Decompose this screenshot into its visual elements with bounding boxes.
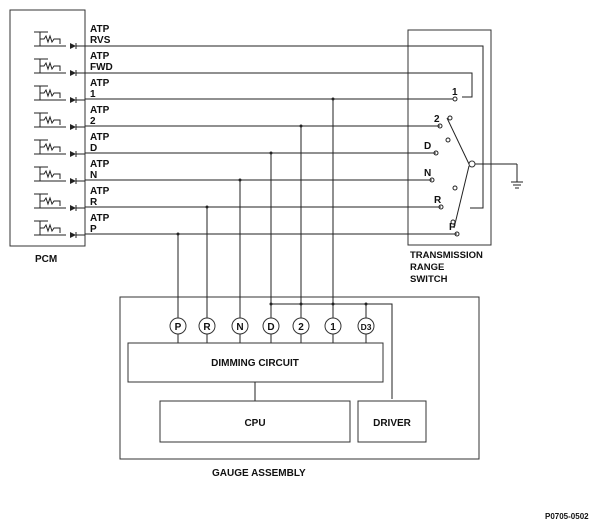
switch-contact-label: R xyxy=(434,195,442,206)
ground-icon xyxy=(511,181,523,189)
switch-wiper-upper xyxy=(446,117,470,165)
switch-contact-dot xyxy=(450,219,456,225)
pcm-output-label-top: ATP xyxy=(90,213,110,224)
switch-label-line3: SWITCH xyxy=(410,274,448,285)
indicator-d: D xyxy=(262,317,280,335)
pcm-output-label-bottom: P xyxy=(90,224,97,235)
indicator-label: P xyxy=(175,322,182,333)
dimming-circuit-box xyxy=(127,342,384,383)
switch-contact-label: 2 xyxy=(434,114,440,125)
figure-id: P0705-0502 xyxy=(545,512,589,521)
pcm-output-label-top: ATP xyxy=(90,105,110,116)
wire-atp-fwd xyxy=(85,72,473,98)
indicator-d3: D3 xyxy=(357,317,375,335)
indicator-label: N xyxy=(236,322,243,333)
gauge-feed-wires xyxy=(177,99,393,399)
pcm-label: PCM xyxy=(35,254,57,265)
indicator-1: 1 xyxy=(324,317,342,335)
pcm-output-label-bottom: FWD xyxy=(90,62,113,73)
switch-pivot xyxy=(468,160,476,168)
cpu-box xyxy=(159,400,351,443)
indicator-to-dimming-wires xyxy=(177,334,367,343)
indicator-n: N xyxy=(231,317,249,335)
indicator-label: D xyxy=(267,322,274,333)
dimming-circuit-label: DIMMING CIRCUIT xyxy=(211,358,299,369)
switch-contact-label: N xyxy=(424,168,431,179)
pcm-output-label-top: ATP xyxy=(90,51,110,62)
indicator-label: R xyxy=(203,322,211,333)
pcm-output-label-bottom: 2 xyxy=(90,116,96,127)
switch-contact-dot xyxy=(452,185,458,191)
indicator-2: 2 xyxy=(292,317,310,335)
cpu-label: CPU xyxy=(244,418,265,429)
pcm-output-label-bottom: D xyxy=(90,143,97,154)
wire-atp-rvs xyxy=(85,45,484,209)
indicator-p: P xyxy=(169,317,187,335)
pcm-output-label-top: ATP xyxy=(90,78,110,89)
switch-label-line2: RANGE xyxy=(410,262,444,273)
indicator-label: 2 xyxy=(298,322,304,333)
pcm-output-label-top: ATP xyxy=(90,24,110,35)
pcm-output-label-bottom: 1 xyxy=(90,89,96,100)
driver-label: DRIVER xyxy=(373,418,412,429)
switch-contact-label: D xyxy=(424,141,431,152)
indicator-label: D3 xyxy=(361,322,372,332)
pcm-output-label-bottom: RVS xyxy=(90,35,111,46)
indicator-label: 1 xyxy=(330,322,336,333)
gauge-assembly-label: GAUGE ASSEMBLY xyxy=(212,468,306,479)
transmission-range-switch-box xyxy=(407,29,492,246)
switch-contact-dot xyxy=(445,137,451,143)
switch-contact-dot xyxy=(447,115,453,121)
wire-junctions xyxy=(176,97,335,236)
pcm-output-label-top: ATP xyxy=(90,159,110,170)
pcm-output-label-top: ATP xyxy=(90,132,110,143)
switch-contact-label: 1 xyxy=(452,87,458,98)
pcm-output-label-bottom: R xyxy=(90,197,98,208)
pcm-output-label-top: ATP xyxy=(90,186,110,197)
switch-wiper-lower xyxy=(453,165,470,229)
switch-contact-label: P xyxy=(449,222,456,233)
pcm-output-label-bottom: N xyxy=(90,170,97,181)
switch-label-line1: TRANSMISSION xyxy=(410,250,483,261)
indicator-r: R xyxy=(198,317,216,335)
switch-contacts: 1 2D N R P xyxy=(424,87,460,237)
driver-box xyxy=(357,400,427,443)
